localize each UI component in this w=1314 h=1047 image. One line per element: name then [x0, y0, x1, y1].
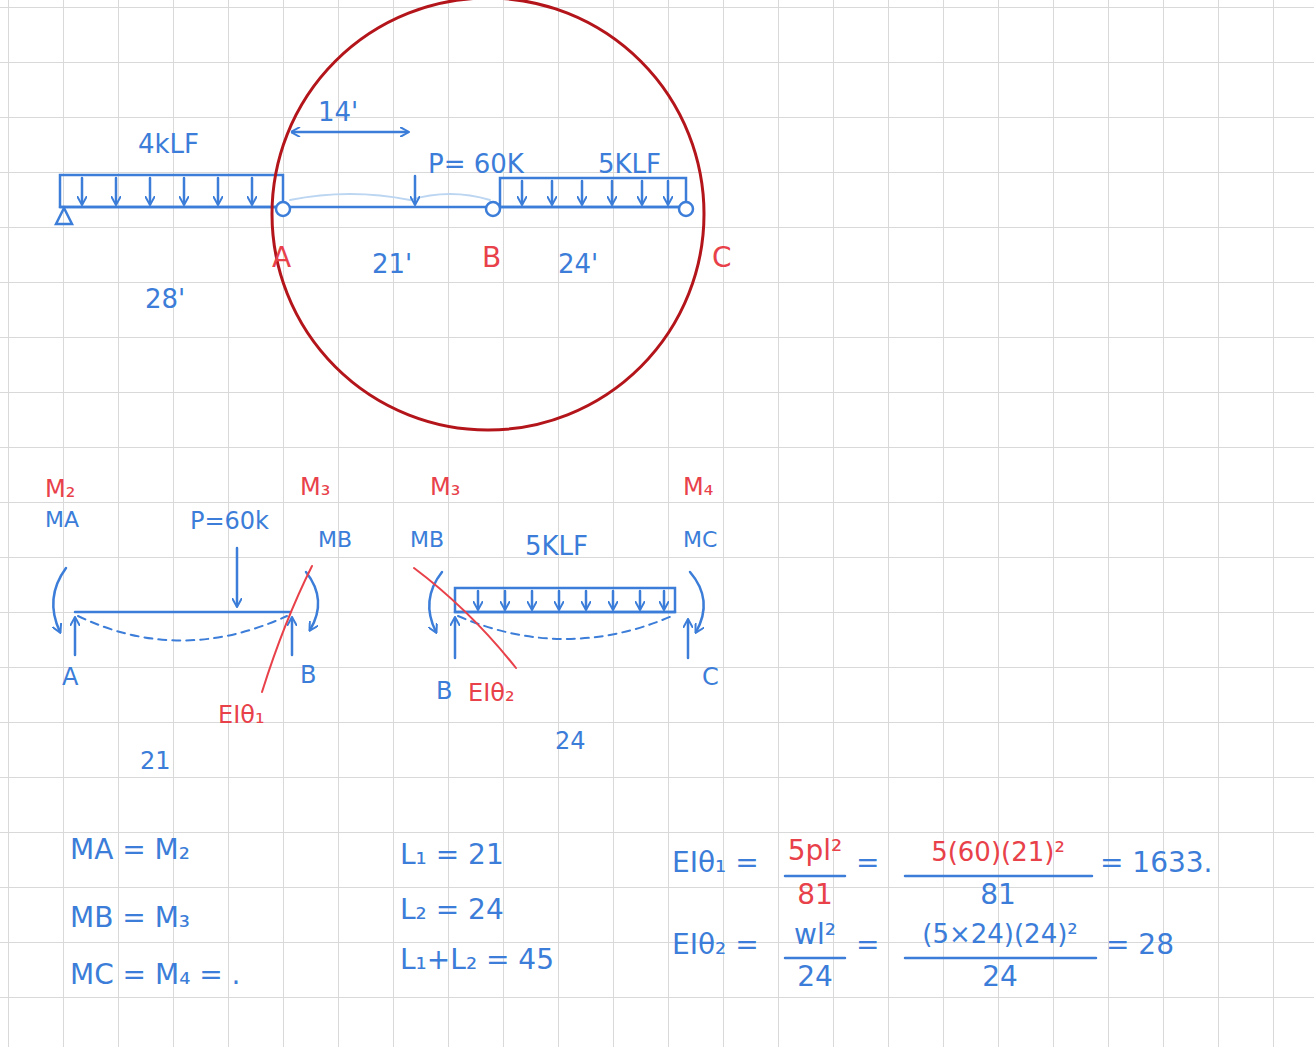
point-label: B [482, 243, 501, 274]
moment-label: MB [318, 528, 352, 552]
numerator: (5×24)(24)² [922, 920, 1078, 949]
dimension: 24' [558, 250, 598, 279]
numerator: wl² [794, 920, 836, 951]
rotation-label: EIθ₁ [218, 702, 265, 728]
numerator: 5pl² [788, 836, 843, 867]
point-label: B [300, 662, 316, 688]
dimension: 14' [318, 98, 358, 127]
equation: MB = M₃ [70, 903, 190, 934]
equation: EIθ₁ = [672, 848, 759, 879]
dimension: 24 [555, 728, 586, 754]
dimension: 21 [140, 748, 171, 774]
point-label: B [436, 678, 452, 704]
moment-label: M₃ [300, 474, 330, 500]
equation: MA = M₂ [70, 835, 190, 866]
point-label: A [272, 243, 291, 274]
denominator: 81 [797, 880, 833, 911]
point-label: C [712, 243, 732, 274]
numerator: 5(60)(21)² [931, 838, 1065, 867]
load-label: P= 60K [428, 150, 524, 179]
point-label: A [62, 664, 78, 690]
moment-label: MC [683, 528, 717, 552]
denominator: 24 [797, 962, 833, 993]
load-label: P=60k [190, 508, 269, 534]
moment-label: M₄ [683, 474, 713, 500]
moment-label: MA [45, 508, 79, 532]
denominator: 81 [980, 880, 1016, 911]
moment-label: M₃ [430, 474, 460, 500]
dimension: 28' [145, 285, 185, 314]
equation: EIθ₂ = [672, 930, 759, 961]
load-label: 5KLF [525, 532, 588, 561]
moment-label: M₂ [45, 476, 75, 502]
load-label: 4kLF [138, 130, 199, 159]
rotation-label: EIθ₂ [468, 680, 515, 706]
equation: L₁ = 21 [400, 840, 504, 871]
denominator: 24 [982, 962, 1018, 993]
equation: MC = M₄ = . [70, 960, 241, 991]
equation: L₂ = 24 [400, 895, 504, 926]
moment-label: MB [410, 528, 444, 552]
equation: = [856, 848, 879, 879]
equation: L₁+L₂ = 45 [400, 945, 554, 976]
point-label: C [702, 664, 719, 690]
equation: = 28 [1106, 930, 1174, 961]
equation: = [856, 930, 879, 961]
equation: = 1633. [1100, 848, 1213, 879]
load-label: 5KLF [598, 150, 661, 179]
dimension: 21' [372, 250, 412, 279]
